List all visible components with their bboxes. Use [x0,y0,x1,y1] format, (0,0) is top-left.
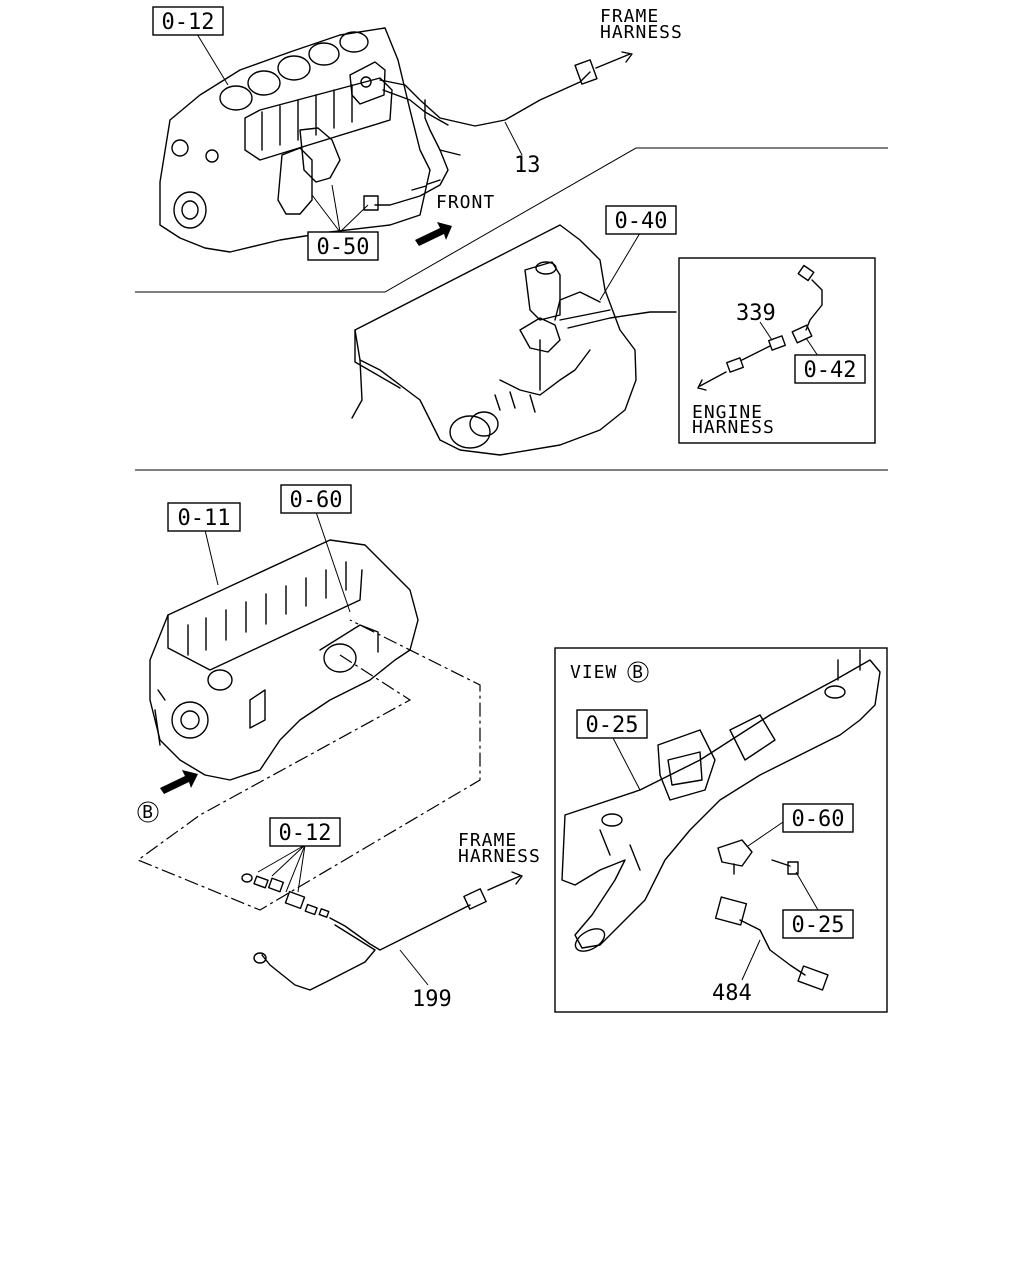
front-label: FRONT [436,192,495,213]
part-339: 339 [736,301,776,326]
ref-0-50: 0-50 [317,235,370,260]
engine-block-1 [159,27,431,253]
leader-callout [567,311,677,329]
section-2: 0-40 339 0-42 ENGINE HARNESS [351,205,876,456]
frame-harness-label-1b: HARNESS [600,22,683,43]
part-13: 13 [514,153,541,178]
leader-0-50 [311,184,369,233]
leader-0-25-manifold [611,735,641,791]
frame-harness-label-3b: HARNESS [458,846,541,867]
leader-0-11 [204,529,219,586]
leader-199 [399,949,429,986]
engine-harness-label-a: ENGINE [692,402,763,423]
ref-0-11: 0-11 [178,506,231,531]
engine-block-2 [351,224,637,456]
view-b-title: VIEW [570,662,617,683]
connector-484 [714,896,829,991]
view-b-panel: VIEW B 0 [554,647,888,1013]
part-484: 484 [712,981,752,1006]
connector-0-42 [791,264,823,344]
leader-0-60-view [747,819,787,847]
leader-0-12-top [196,33,229,86]
leader-0-60-top [315,511,351,613]
ref-0-12-top: 0-12 [162,10,215,35]
ref-0-60-view: 0-60 [792,807,845,832]
engine-block-3 [149,539,419,781]
leader-13 [504,121,523,156]
ref-0-42: 0-42 [804,358,857,383]
ref-0-12-sensors: 0-12 [279,821,332,846]
frame-harness-label-3a: FRAME [458,830,517,851]
frame-harness-label-1a: FRAME [600,6,659,27]
ref-0-60-top: 0-60 [290,488,343,513]
part-199: 199 [412,987,452,1012]
section-3: 0-11 0-60 B 0-12 FRAME HARNESS 199 [136,484,541,1012]
leader-0-25-bolt [795,871,819,911]
frame-harness-arrow-1 [595,51,633,69]
view-b-title-marker: B [632,662,644,683]
ref-0-40: 0-40 [615,209,668,234]
harness-13 [363,59,598,211]
callout-box [678,257,876,444]
divider-diagonal [135,147,888,293]
front-arrow-icon [415,222,452,246]
sensors-0-12 [241,873,487,991]
leader-484 [741,939,761,981]
temp-sensor-0-60 [717,839,753,875]
ref-0-25-bolt: 0-25 [792,913,845,938]
part-339-wire [697,335,786,391]
frame-harness-arrow-3 [487,871,523,891]
leader-0-42 [805,337,819,357]
leader-0-12-group [257,844,306,893]
intake-manifold [561,649,881,952]
section-1: 0-12 0-50 FRAME HARNESS 13 FRONT [152,6,683,261]
view-b-arrow-icon [160,770,198,794]
bolt-0-25 [771,859,799,875]
view-marker-b: B [142,802,154,823]
leader-0-40 [599,232,641,301]
leader-339 [759,321,773,341]
engine-harness-label-b: HARNESS [692,417,775,438]
ref-0-25-manifold: 0-25 [586,713,639,738]
